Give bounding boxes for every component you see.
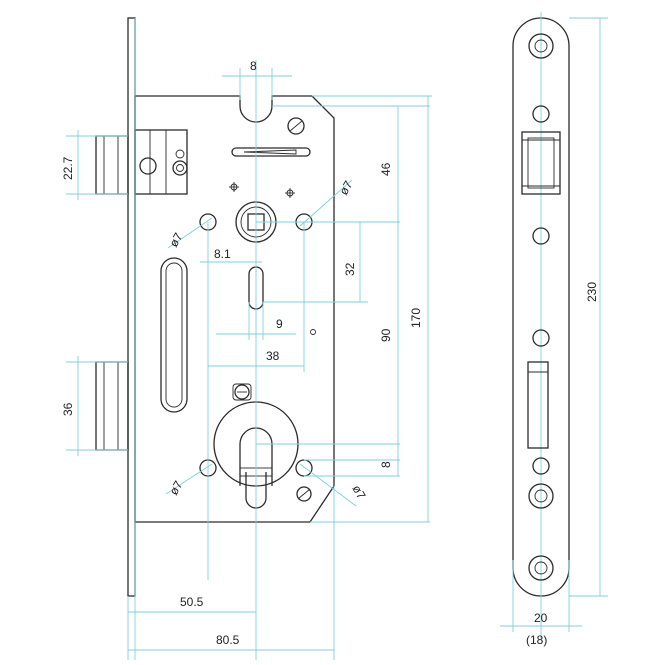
dim-90: 90 xyxy=(379,328,393,342)
dim-20: 20 xyxy=(534,611,548,625)
dim-8-bottom: 8 xyxy=(379,461,393,468)
front-view xyxy=(95,17,335,597)
faceplate-latch-opening xyxy=(521,131,561,195)
hole-bottom-right xyxy=(295,459,313,477)
lock-body xyxy=(134,95,335,523)
faceplate-hole-2 xyxy=(532,227,550,245)
latch-bolt xyxy=(95,129,188,195)
faceplate-deadbolt-opening xyxy=(527,361,549,449)
faceplate-screw-top xyxy=(528,33,554,59)
front-faceplate xyxy=(127,17,136,597)
screw-lower xyxy=(232,383,252,401)
faceplate-hole-3 xyxy=(532,329,550,347)
faceplate-hole-1 xyxy=(532,105,550,123)
dim-170: 170 xyxy=(409,308,423,328)
faceplate-screw-bottom xyxy=(528,555,554,581)
dim-dia-top-left: ø7 xyxy=(166,230,185,249)
dim-80-5: 80.5 xyxy=(216,633,240,647)
dim-dia-bottom-right: ø7 xyxy=(349,483,368,502)
dim-dia-bottom-left: ø7 xyxy=(166,478,185,497)
screw-top xyxy=(287,117,305,135)
faceplate-screw-mid xyxy=(528,483,554,509)
side-dimensions: 230 20 (18) xyxy=(500,17,608,647)
dim-230: 230 xyxy=(585,282,599,302)
faceplate-hole-4 xyxy=(532,457,550,475)
dim-46: 46 xyxy=(379,162,393,176)
dim-50-5: 50.5 xyxy=(180,595,204,609)
dim-dia-top-right: ø7 xyxy=(336,178,355,197)
dim-8-top: 8 xyxy=(250,59,257,73)
dim-22-7: 22.7 xyxy=(61,156,75,180)
dim-8-1: 8.1 xyxy=(214,247,231,261)
guide-slot xyxy=(160,257,188,413)
cross-marks xyxy=(229,182,316,335)
dim-18: (18) xyxy=(526,633,547,647)
dim-9: 9 xyxy=(276,317,283,331)
front-dimensions: 8 22.7 36 46 32 90 170 8 xyxy=(61,18,432,660)
dim-38: 38 xyxy=(266,349,280,363)
side-view-faceplate xyxy=(512,12,570,640)
dead-bolt xyxy=(95,361,129,451)
dim-36: 36 xyxy=(61,402,75,416)
spring-slot xyxy=(231,147,311,157)
dim-32: 32 xyxy=(343,262,357,276)
